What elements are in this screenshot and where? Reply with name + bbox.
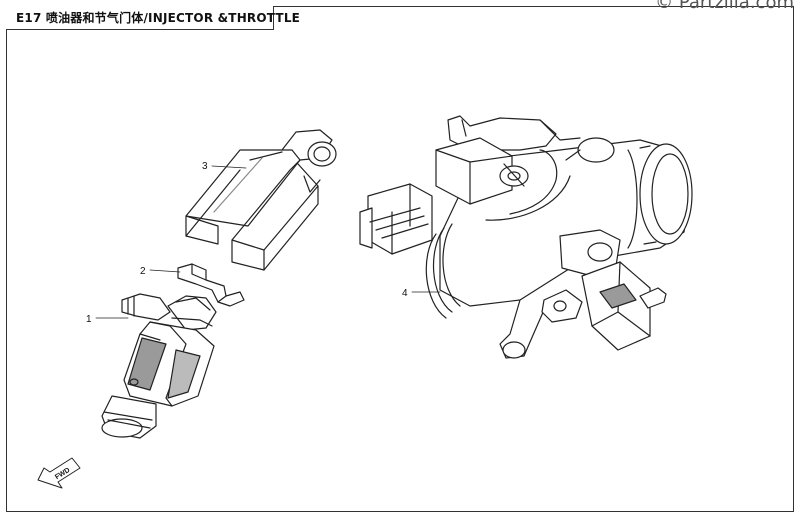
leader-lines bbox=[95, 165, 441, 319]
callout-4: 4 bbox=[402, 288, 408, 299]
part-1-fuel-injector[interactable] bbox=[101, 293, 217, 439]
diagram-frame bbox=[6, 6, 794, 512]
title-box: E17 喷油器和节气门体/INJECTOR &THROTTLE bbox=[6, 6, 300, 30]
arrow-left-down-icon: FWD bbox=[37, 457, 81, 489]
page-title: E17 喷油器和节气门体/INJECTOR &THROTTLE bbox=[16, 11, 301, 25]
callout-3: 3 bbox=[202, 161, 208, 172]
callout-2: 2 bbox=[140, 266, 146, 277]
part-3-injector-holder[interactable] bbox=[185, 129, 337, 271]
callout-labels: 3 2 1 4 bbox=[86, 161, 408, 325]
callout-1: 1 bbox=[86, 314, 92, 325]
watermark: © Partzilla.com bbox=[655, 0, 794, 13]
part-4-throttle-body[interactable] bbox=[359, 115, 693, 359]
part-2-retaining-clip[interactable] bbox=[177, 263, 245, 307]
